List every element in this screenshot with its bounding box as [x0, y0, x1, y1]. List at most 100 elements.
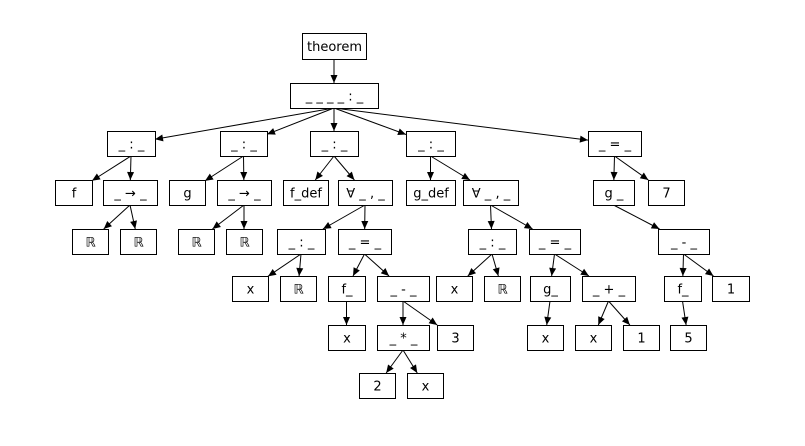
arrowhead-icon [598, 316, 605, 325]
node-label: ℝ [191, 236, 202, 251]
tree-node-7: 7 [648, 180, 685, 206]
node-label: _ : _ [288, 236, 315, 251]
arrowhead-icon [681, 316, 689, 325]
node-label: _ : _ [118, 138, 145, 153]
arrowhead-icon [549, 267, 557, 276]
tree-node-f-def: f_def [283, 180, 329, 206]
tree-node-op: _ : _ [107, 131, 156, 157]
tree-node-f: f_ [328, 276, 366, 302]
node-box [290, 83, 379, 109]
node-label: 3 [451, 332, 459, 347]
arrowhead-icon [650, 222, 660, 229]
arrowhead-icon [212, 221, 221, 229]
tree-node-g: g [169, 180, 206, 206]
tree-node-op: ∀ _ , _ [338, 180, 393, 206]
node-label: f_def [290, 187, 322, 202]
arrowhead-icon [410, 364, 418, 373]
node-box [623, 325, 660, 351]
node-label: ℝ [239, 236, 250, 251]
node-box [463, 180, 519, 206]
tree-edge [333, 107, 407, 135]
arrowhead-icon [205, 173, 214, 181]
node-box [529, 229, 581, 255]
tree-node-op: _ - _ [377, 276, 430, 302]
tree-node-1: 1 [712, 276, 750, 302]
tree-edge [322, 204, 366, 230]
node-label: x [343, 332, 351, 347]
node-label: _ : _ [230, 138, 257, 153]
tree-node-op: _ : _ [406, 131, 456, 157]
node-box [359, 373, 396, 399]
tree-node-op: _ * _ [377, 325, 430, 351]
tree-node-op: _ : _ [277, 229, 326, 255]
arrowhead-icon [353, 267, 360, 276]
node-label: 2 [373, 380, 381, 395]
arrowhead-icon [544, 316, 552, 325]
tree-node-g: g_ [530, 276, 571, 302]
tree-node-op: _ : _ [468, 229, 517, 255]
node-box [310, 131, 359, 157]
arrowhead-icon [155, 134, 164, 142]
tree-node-f: f [55, 180, 93, 206]
node-box [468, 229, 517, 255]
node-label: x [247, 283, 255, 298]
tree-edge [613, 204, 660, 230]
arrowhead-icon [580, 268, 589, 276]
tree-node-theorem: theorem [302, 33, 367, 60]
node-label: _ - _ [670, 236, 697, 251]
node-label: f_ [677, 283, 689, 298]
arrowhead-icon [330, 123, 338, 131]
arrowhead-icon [296, 267, 304, 276]
arrowhead-icon [492, 267, 500, 276]
tree-node-op: ℝ [178, 229, 215, 255]
arrowhead-icon [704, 268, 714, 276]
node-label: _ : _ [321, 138, 348, 153]
tree-node-op: ∀ _ , _ [463, 180, 519, 206]
node-label: _ _ _ _ : _ [305, 90, 364, 105]
node-label: ∀ _ , _ [346, 187, 385, 202]
tree-node-5: 5 [670, 325, 707, 351]
node-label: theorem [307, 40, 362, 55]
node-box [575, 325, 612, 351]
node-label: _ = _ [598, 138, 632, 153]
node-box [328, 276, 366, 302]
tree-node-op: _ - _ [658, 229, 710, 255]
node-box [178, 229, 215, 255]
tree-node-op: _ = _ [529, 229, 581, 255]
node-label: g _ [605, 187, 624, 202]
tree-edge [490, 204, 533, 230]
node-box [593, 180, 635, 206]
tree-node-op: _ : _ [310, 131, 359, 157]
node-label: g_ [543, 283, 558, 298]
arrowhead-icon [103, 221, 112, 229]
node-label: ∀ _ , _ [472, 187, 511, 202]
tree-node-x: x [436, 276, 473, 302]
tree-node-2: 2 [359, 373, 396, 399]
node-label: _ - _ [390, 283, 417, 298]
node-label: 1 [637, 332, 645, 347]
node-box [670, 325, 707, 351]
node-box [55, 180, 93, 206]
tree-node-g-def: g_def [406, 180, 456, 206]
node-label: g [183, 187, 191, 202]
node-label: f [72, 187, 77, 202]
tree-node-op: _ → _ [103, 180, 158, 206]
arrowhead-icon [399, 317, 407, 325]
node-box [530, 276, 571, 302]
node-box [302, 33, 367, 60]
node-box [120, 229, 157, 255]
node-label: _ * _ [389, 332, 418, 347]
node-box [338, 229, 392, 255]
tree-edge [333, 107, 589, 141]
node-box [712, 276, 750, 302]
arrowhead-icon [240, 221, 248, 229]
node-box [648, 180, 685, 206]
node-label: g_def [413, 187, 449, 202]
arrowhead-icon [579, 135, 588, 143]
node-box [338, 180, 393, 206]
tree-node-op: _ → _ [217, 180, 272, 206]
tree-node-op: ℝ [226, 229, 263, 255]
node-box [484, 276, 521, 302]
node-box [280, 276, 317, 302]
